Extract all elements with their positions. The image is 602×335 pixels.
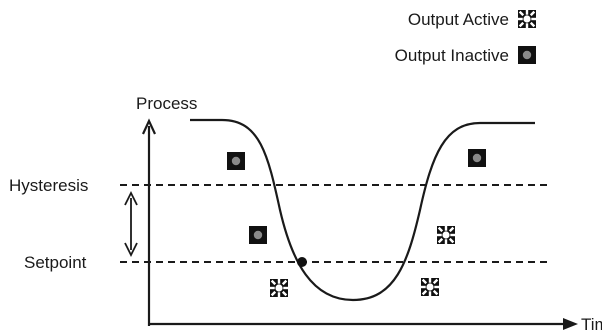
crossing-point	[297, 257, 307, 267]
band-arrow-bottom-icon	[124, 242, 138, 258]
legend-inactive-label: Output Inactive	[395, 46, 509, 65]
output-inactive-icon	[518, 46, 536, 64]
output-active-icon	[268, 277, 290, 299]
process-curve	[190, 118, 535, 302]
output-active-icon	[516, 8, 538, 30]
x-axis-label: Time	[581, 315, 602, 334]
output-active-icon	[435, 224, 457, 246]
legend-active-label: Output Active	[408, 10, 509, 29]
band-arrow-top-icon	[124, 190, 138, 206]
x-axis-arrow-icon	[563, 318, 578, 330]
hysteresis-label: Hysteresis	[9, 176, 88, 195]
output-inactive-icon	[468, 149, 486, 167]
output-inactive-icon	[249, 226, 267, 244]
y-axis-label: Process	[136, 94, 197, 113]
output-inactive-icon	[227, 152, 245, 170]
output-active-icon	[419, 276, 441, 298]
setpoint-label: Setpoint	[24, 253, 87, 272]
y-axis-arrow-icon	[142, 118, 156, 135]
